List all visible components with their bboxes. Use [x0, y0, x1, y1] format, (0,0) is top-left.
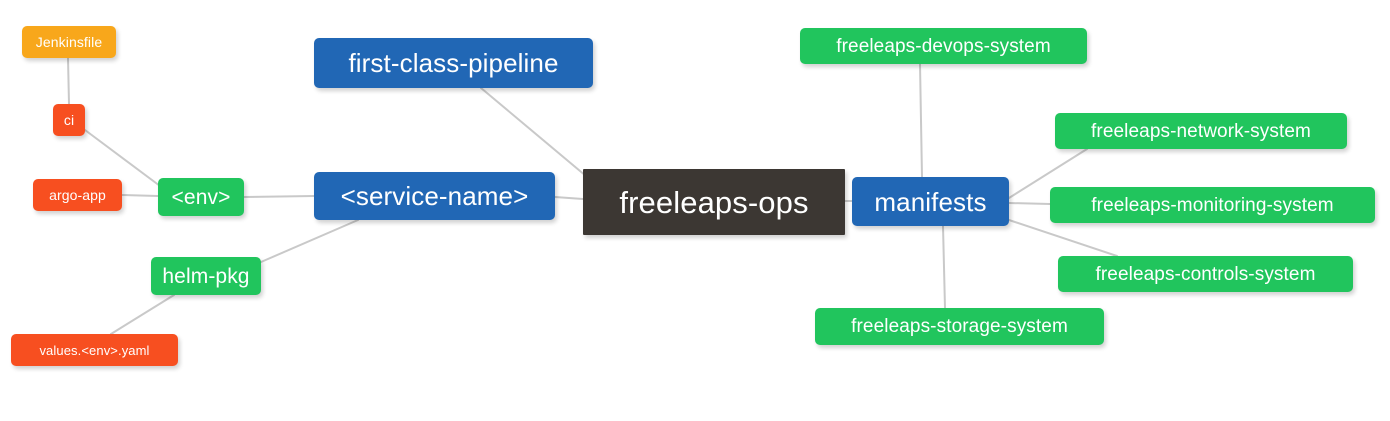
node-label: first-class-pipeline — [348, 48, 559, 78]
edge-freeleaps-ops-to-service-name — [554, 196, 584, 200]
node-label: freeleaps-devops-system — [836, 35, 1051, 57]
node-label: Jenkinsfile — [35, 34, 103, 50]
node-label: values.<env>.yaml — [39, 342, 150, 358]
node-label: manifests — [874, 186, 987, 217]
mindmap-node-values-env-yaml[interactable]: values.<env>.yaml — [11, 334, 178, 366]
mindmap-node-service-name[interactable]: <service-name> — [314, 172, 555, 220]
node-label: argo-app — [49, 187, 106, 203]
mindmap-node-freeleaps-storage-system[interactable]: freeleaps-storage-system — [815, 308, 1104, 345]
node-label: freeleaps-storage-system — [851, 316, 1068, 337]
mindmap-node-freeleaps-monitoring-system[interactable]: freeleaps-monitoring-system — [1050, 187, 1375, 223]
edge-manifests-to-freeleaps-storage-system — [942, 225, 946, 309]
mindmap-node-jenkinsfile[interactable]: Jenkinsfile — [22, 26, 116, 58]
mindmap-node-env[interactable]: <env> — [158, 178, 244, 216]
edge-ci-to-jenkinsfile — [67, 57, 70, 105]
mindmap-node-manifests[interactable]: manifests — [852, 177, 1009, 226]
edge-env-to-ci — [84, 129, 161, 187]
node-label: helm-pkg — [162, 264, 250, 288]
edge-helm-pkg-to-values-env-yaml — [110, 294, 175, 335]
edge-service-name-to-helm-pkg — [260, 219, 359, 263]
mindmap-node-helm-pkg[interactable]: helm-pkg — [151, 257, 261, 295]
edge-freeleaps-ops-to-first-class-pipeline — [480, 87, 587, 177]
mindmap-node-argo-app[interactable]: argo-app — [33, 179, 122, 211]
node-label: freeleaps-monitoring-system — [1091, 194, 1334, 216]
node-label: freeleaps-ops — [619, 184, 809, 220]
mindmap-node-freeleaps-network-system[interactable]: freeleaps-network-system — [1055, 113, 1347, 149]
edge-env-to-argo-app — [121, 194, 159, 197]
edge-manifests-to-freeleaps-monitoring-system — [1008, 202, 1051, 205]
node-label: <env> — [171, 185, 231, 209]
edge-manifests-to-freeleaps-controls-system — [1008, 219, 1118, 257]
mindmap-node-ci[interactable]: ci — [53, 104, 85, 136]
mindmap-node-first-class-pipeline[interactable]: first-class-pipeline — [314, 38, 593, 88]
node-label: freeleaps-controls-system — [1095, 263, 1316, 285]
node-label: ci — [63, 112, 75, 128]
node-label: freeleaps-network-system — [1091, 120, 1311, 142]
node-label: <service-name> — [340, 181, 529, 211]
mindmap-node-freeleaps-controls-system[interactable]: freeleaps-controls-system — [1058, 256, 1353, 292]
mindmap-node-freeleaps-devops-system[interactable]: freeleaps-devops-system — [800, 28, 1087, 64]
edge-service-name-to-env — [243, 195, 315, 198]
edge-manifests-to-freeleaps-devops-system — [919, 63, 923, 178]
mindmap-node-freeleaps-ops[interactable]: freeleaps-ops — [583, 169, 845, 235]
